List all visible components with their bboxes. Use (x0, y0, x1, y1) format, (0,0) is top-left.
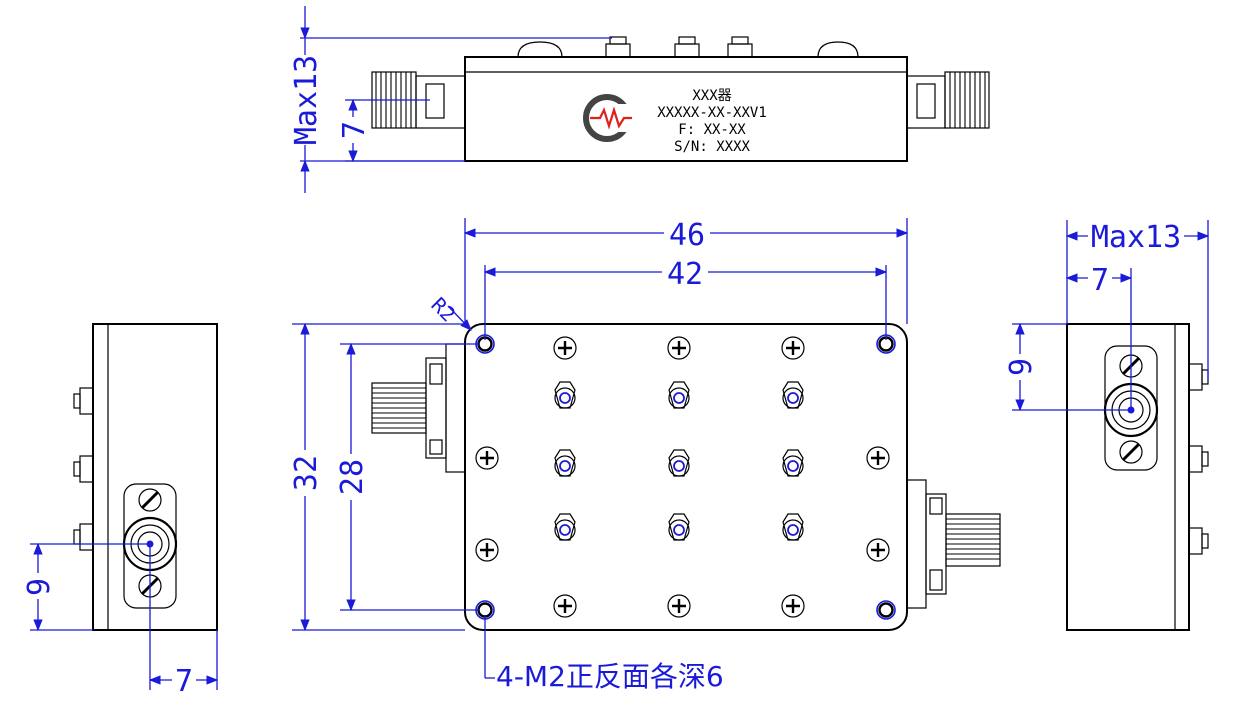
tuning-nut (668, 381, 690, 409)
phillips-screw-icon (866, 446, 890, 470)
phillips-screw-icon (553, 594, 577, 618)
top-view: XXX器 XXXXX-XX-XXV1 F: XX-XX S/N: XXXX Ma… (289, 6, 990, 193)
dim-overall-length: 46 (463, 218, 909, 324)
dim-hole-spacing-width-text: 28 (335, 459, 370, 495)
left-side-view: 9 7 (22, 323, 219, 699)
label-frequency: F: XX-XX (678, 122, 746, 138)
dim-overall-length-text: 46 (669, 218, 705, 253)
dim-overall-width: 32 (289, 322, 465, 632)
phillips-screw-icon (667, 594, 691, 618)
top-screw-head (517, 41, 563, 58)
dim-right-vertical-text: 9 (1004, 358, 1039, 376)
tuning-nut (554, 449, 576, 477)
front-view: 46 42 R2 32 28 (289, 218, 1001, 693)
dim-right-max-height-text: Max13 (1091, 220, 1181, 255)
tuning-nut (668, 449, 690, 477)
phillips-screw-icon (475, 446, 499, 470)
phillips-screw-icon (781, 594, 805, 618)
sma-connector-front-right (906, 479, 1001, 609)
dim-left-vertical: 9 (22, 542, 150, 632)
side-stud (1188, 445, 1209, 473)
dim-top-max-height: Max13 (289, 6, 612, 193)
mounting-hole (876, 600, 896, 620)
company-logo-icon (583, 94, 638, 142)
dim-top-connector-height-text: 7 (337, 121, 372, 139)
tuning-post (674, 36, 700, 58)
thread-note-text: 4-M2正反面各深6 (496, 660, 724, 693)
tuning-nut (554, 381, 576, 409)
dim-hole-spacing-length-text: 42 (667, 257, 703, 292)
phillips-screw-icon (475, 538, 499, 562)
tuning-nut (554, 513, 576, 541)
dim-right-horizontal: 7 (1065, 263, 1133, 410)
front-view-body (464, 323, 908, 631)
sma-connector-right (906, 71, 990, 129)
side-stud (73, 523, 94, 551)
right-side-view: Max13 7 9 (1004, 220, 1210, 631)
phillips-screw-icon (781, 336, 805, 360)
sma-connector-front-left (371, 343, 466, 473)
dim-left-vertical-text: 9 (22, 578, 57, 596)
tuning-nut (782, 513, 804, 541)
dim-right-max-height: Max13 (1065, 220, 1210, 380)
dim-right-horizontal-text: 7 (1091, 263, 1109, 298)
side-stud (73, 387, 94, 415)
right-side-body (1066, 323, 1190, 631)
tuning-post (727, 36, 753, 58)
thread-note: 4-M2正反面各深6 (484, 615, 724, 693)
dim-top-connector-height: 7 (337, 98, 465, 163)
dim-hole-spacing-length: 42 (483, 257, 888, 340)
dim-left-horizontal: 7 (148, 544, 219, 699)
dim-right-vertical: 9 (1004, 322, 1131, 412)
dim-hole-spacing-width: 28 (335, 342, 480, 612)
tuning-nut (668, 513, 690, 541)
tuning-nut (782, 449, 804, 477)
label-serial: S/N: XXXX (674, 139, 750, 155)
dim-left-horizontal-text: 7 (175, 664, 193, 699)
dim-top-max-height-text: Max13 (289, 55, 324, 145)
label-model: XXXXX-XX-XXV1 (657, 105, 767, 121)
label-title: XXX器 (692, 88, 731, 104)
tuning-post (605, 36, 631, 58)
dim-corner-radius-text: R2 (426, 293, 460, 327)
phillips-screw-icon (553, 336, 577, 360)
side-stud (1188, 363, 1209, 391)
top-screw-head (817, 41, 859, 58)
left-side-body (92, 323, 218, 631)
tuning-nut (782, 381, 804, 409)
phillips-screw-icon (866, 538, 890, 562)
phillips-screw-icon (667, 336, 691, 360)
side-stud (73, 455, 94, 483)
side-stud (1188, 527, 1209, 555)
dim-overall-width-text: 32 (289, 455, 324, 491)
